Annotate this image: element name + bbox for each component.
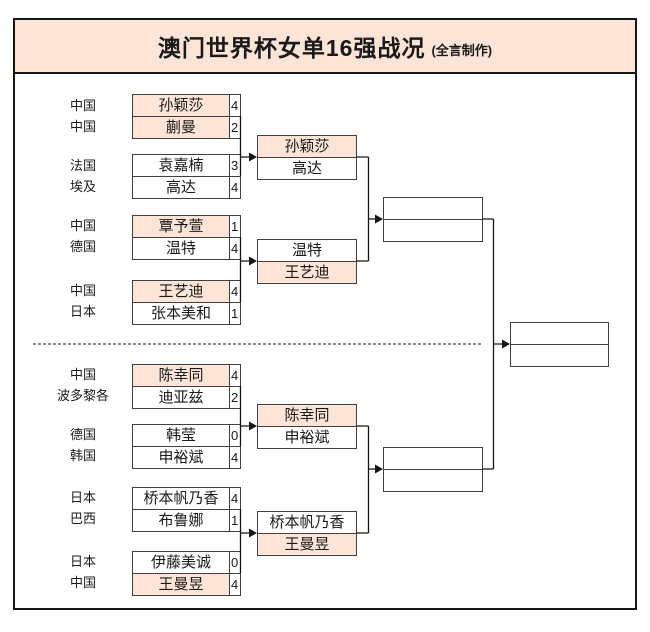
player-score: 4 [231, 284, 239, 299]
player-score: 2 [231, 390, 239, 405]
final-box [510, 322, 609, 367]
country-label: 中国 [69, 575, 96, 590]
qf-player-cell: 申裕斌 [258, 426, 356, 448]
country-label: 波多黎各 [56, 388, 109, 403]
qf-player-cell: 孙颖莎 [258, 136, 356, 157]
player-name-cell: 布鲁娜 [133, 510, 230, 531]
sf-player-cell [384, 448, 482, 469]
country-label: 德国 [69, 427, 96, 442]
sf-box-1 [383, 197, 483, 242]
player-name-cell: 韩莹 [133, 425, 230, 446]
player-score: 0 [231, 428, 239, 443]
player-score: 1 [231, 306, 239, 321]
country-label: 韩国 [69, 448, 96, 463]
player-score: 4 [231, 98, 239, 113]
country-label: 德国 [69, 239, 96, 254]
player-score: 4 [231, 241, 239, 256]
final-player-cell [511, 344, 608, 366]
country-label: 日本 [69, 554, 96, 569]
player-score: 4 [231, 577, 239, 592]
qf-player-cell: 温特 [291, 242, 322, 259]
r16-match-4: 王艺迪 4 张本美和 1 [132, 280, 241, 325]
player-score: 2 [231, 120, 239, 135]
r16-match-6: 韩莹 0 申裕斌 4 [132, 424, 241, 469]
player-score: 4 [231, 368, 239, 383]
page-title: 澳门世界杯女单16强战况 [157, 35, 426, 61]
qf-player-cell: 桥本帆乃香 [269, 514, 345, 531]
title-bar: 澳门世界杯女单16强战况 (全言制作) [15, 20, 635, 74]
player-name-cell: 伊藤美诚 [133, 552, 230, 573]
r16-match-7: 桥本帆乃香 4 布鲁娜 1 [132, 487, 241, 532]
player-name-cell: 迪亚兹 [133, 387, 230, 408]
qf-player-cell: 高达 [258, 157, 356, 179]
country-label: 埃及 [69, 179, 96, 194]
sf-box-2 [383, 447, 483, 492]
player-score: 1 [231, 219, 239, 234]
player-name-cell: 孙颖莎 [133, 95, 230, 116]
country-label: 中国 [69, 98, 96, 113]
player-name-cell: 温特 [133, 238, 230, 259]
player-score: 1 [231, 513, 239, 528]
r16-match-5: 陈幸同 4 迪亚兹 2 [132, 364, 241, 409]
country-label: 中国 [69, 218, 96, 233]
country-label: 日本 [69, 490, 96, 505]
player-name-cell: 高达 [133, 177, 230, 198]
player-score: 0 [231, 555, 239, 570]
player-name-cell: 袁嘉楠 [133, 155, 230, 176]
player-score: 4 [231, 450, 239, 465]
country-label: 巴西 [69, 511, 96, 526]
player-name-cell: 蒯曼 [133, 117, 230, 138]
country-label: 日本 [69, 304, 96, 319]
country-label: 法国 [69, 158, 96, 173]
player-score: 3 [231, 158, 239, 173]
player-name-cell: 申裕斌 [133, 447, 230, 468]
country-label: 中国 [69, 367, 96, 382]
r16-match-2: 袁嘉楠 3 高达 4 [132, 154, 241, 199]
country-label: 中国 [69, 283, 96, 298]
player-score: 4 [231, 491, 239, 506]
final-player-cell [511, 323, 608, 344]
player-name-cell: 覃予萱 [133, 216, 230, 237]
qf-box-4: 桥本帆乃香 王曼昱 [257, 511, 357, 556]
title-credit: (全言制作) [431, 42, 493, 58]
sf-player-cell [384, 219, 482, 241]
player-name-cell: 陈幸同 [133, 365, 230, 386]
qf-player-cell: 王艺迪 [258, 261, 356, 283]
qf-player-cell: 陈幸同 [258, 405, 356, 426]
qf-box-3: 陈幸同 申裕斌 [257, 404, 357, 449]
player-name-cell: 张本美和 [133, 303, 230, 324]
r16-match-3: 覃予萱 1 温特 4 [132, 215, 241, 260]
r16-match-1: 孙颖莎 4 蒯曼 2 [132, 94, 241, 139]
player-score: 4 [231, 180, 239, 195]
player-name-cell: 王曼昱 [133, 574, 230, 595]
qf-player-cell: 王曼昱 [258, 533, 356, 555]
player-name-cell: 桥本帆乃香 [133, 488, 230, 509]
qf-box-2: 温特 王艺迪 [257, 239, 357, 284]
country-label: 中国 [69, 119, 96, 134]
qf-box-1: 孙颖莎 高达 [257, 135, 357, 180]
r16-match-8: 伊藤美诚 0 王曼昱 4 [132, 551, 241, 596]
sf-player-cell [384, 198, 482, 219]
player-name-cell: 王艺迪 [133, 281, 230, 302]
sf-player-cell [384, 469, 482, 491]
